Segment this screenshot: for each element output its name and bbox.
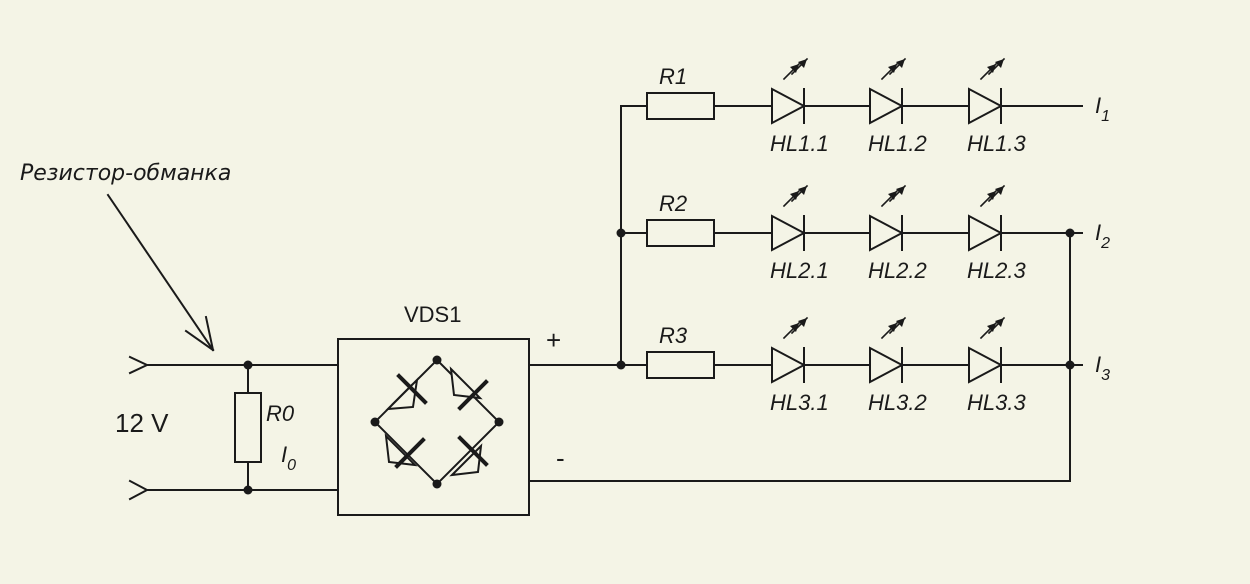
resistor-r2 [646, 219, 715, 247]
led-label: HL1.1 [770, 131, 829, 156]
led-1-2: HL1.2 [868, 57, 927, 156]
resistor-label: R2 [659, 191, 687, 216]
junction-dot [243, 485, 253, 495]
wire-negative-return [528, 364, 1071, 482]
led-1-3: HL1.3 [967, 57, 1026, 156]
bridge-diode [449, 366, 489, 411]
input-terminal-top [128, 355, 339, 375]
bridge-diode [385, 373, 428, 411]
led-2-3: HL2.3 [967, 184, 1026, 283]
resistor-label: R1 [659, 64, 687, 89]
junction-dot [370, 417, 380, 427]
led-label: HL3.3 [967, 390, 1026, 415]
bridge-plus-label: + [546, 325, 561, 355]
resistor-label: R3 [659, 323, 688, 348]
led-2-1: HL2.1 [770, 184, 829, 283]
led-label: HL2.1 [770, 258, 829, 283]
junction-dot [243, 360, 253, 370]
led-label: HL2.2 [868, 258, 927, 283]
junction-dot [432, 479, 442, 489]
led-2-2: HL2.2 [868, 184, 927, 283]
bridge-vds1 [337, 338, 530, 516]
resistor-r0 [234, 364, 262, 491]
resistor-r1 [646, 92, 715, 120]
led-label: HL1.3 [967, 131, 1026, 156]
led-3-1: HL3.1 [770, 316, 829, 415]
bridge-diode [384, 433, 426, 469]
annotation-arrow [106, 193, 215, 352]
resistor-r3 [646, 351, 715, 379]
branch-current-label: I2 [1095, 220, 1110, 252]
annotation-label: Резистор-обманка [20, 161, 231, 186]
bridge-minus-label: - [556, 443, 565, 473]
led-label: HL3.1 [770, 390, 829, 415]
led-1-1: HL1.1 [770, 57, 829, 156]
input-terminal-bottom [128, 479, 339, 501]
led-3-3: HL3.3 [967, 316, 1026, 415]
r0-current-label: I0 [281, 442, 296, 474]
led-label: HL2.3 [967, 258, 1026, 283]
bridge-diode [449, 435, 489, 477]
bridge-label: VDS1 [404, 302, 461, 327]
led-label: HL1.2 [868, 131, 927, 156]
junction-dot [494, 417, 504, 427]
r0-label: R0 [266, 401, 295, 426]
input-voltage-label: 12 V [115, 408, 169, 438]
branch-current-label: I1 [1095, 93, 1110, 125]
branch-current-label: I3 [1095, 352, 1110, 384]
led-label: HL3.2 [868, 390, 927, 415]
junction-dot [432, 355, 442, 365]
led-3-2: HL3.2 [868, 316, 927, 415]
